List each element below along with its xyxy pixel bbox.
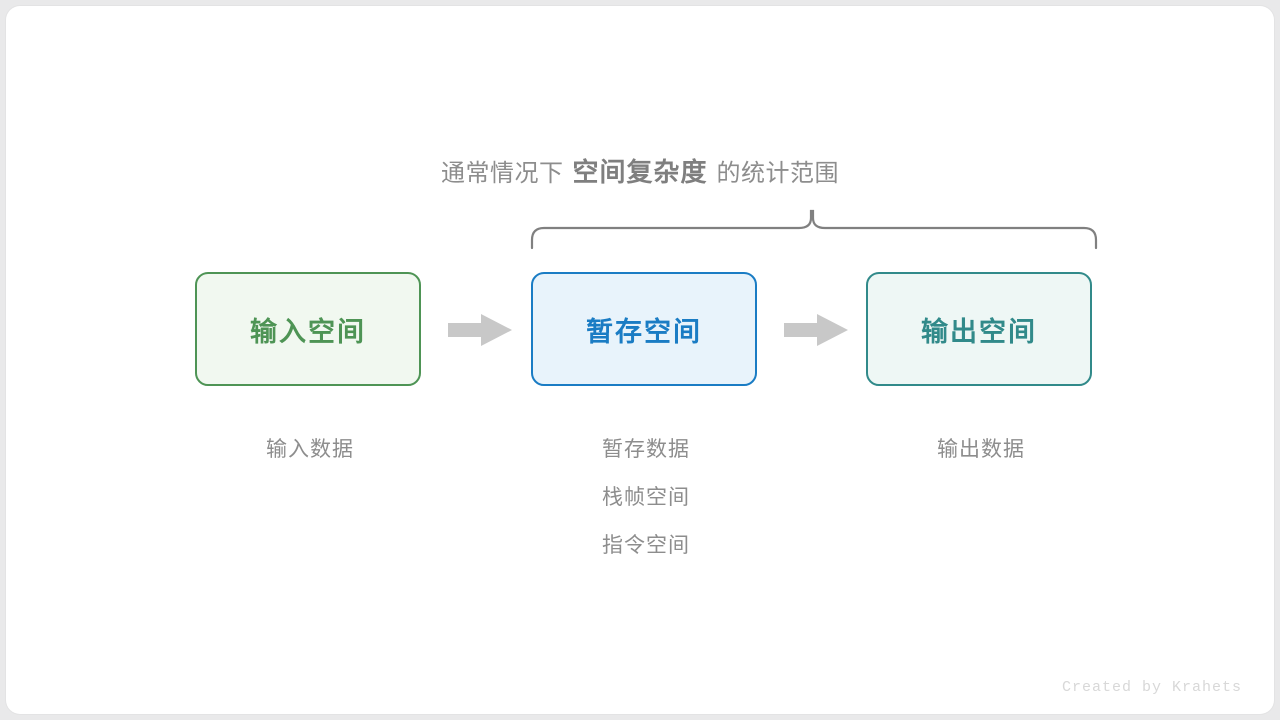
caption-item: 输入数据 — [266, 438, 354, 461]
flow-row: 输入空间 暂存空间 输出空间 — [195, 272, 1095, 388]
scope-caption: 通常情况下空间复杂度的统计范围 — [6, 154, 1274, 192]
caption-column-input: 输入数据 — [190, 426, 430, 474]
caption-column-output: 输出数据 — [861, 426, 1101, 474]
space-box-temp-label: 暂存空间 — [586, 316, 702, 347]
space-box-temp[interactable]: 暂存空间 — [531, 272, 757, 386]
arrow-right-icon — [784, 314, 848, 346]
space-box-input-label: 输入空间 — [250, 316, 366, 347]
diagram-canvas: 通常情况下空间复杂度的统计范围 输入空间 暂存空间 输出空间 — [6, 6, 1274, 714]
caption-item: 指令空间 — [602, 534, 690, 557]
caption-item: 输出数据 — [937, 438, 1025, 461]
space-box-input[interactable]: 输入空间 — [195, 272, 421, 386]
flow-arrow-2 — [784, 314, 848, 346]
space-box-output[interactable]: 输出空间 — [866, 272, 1092, 386]
footer-credit: Created by Krahets — [1061, 679, 1242, 696]
arrow-right-icon — [448, 314, 512, 346]
scope-caption-prefix: 通常情况下 — [440, 160, 564, 187]
scope-caption-emphasis: 空间复杂度 — [572, 157, 708, 187]
flow-arrow-1 — [448, 314, 512, 346]
caption-item: 暂存数据 — [602, 438, 690, 461]
scope-brace-icon — [530, 209, 1098, 250]
caption-item: 栈帧空间 — [602, 486, 690, 509]
caption-column-temp: 暂存数据 栈帧空间 指令空间 — [526, 426, 766, 570]
space-box-output-label: 输出空间 — [921, 316, 1037, 347]
scope-caption-suffix: 的统计范围 — [716, 160, 839, 187]
scope-brace — [516, 202, 1116, 262]
